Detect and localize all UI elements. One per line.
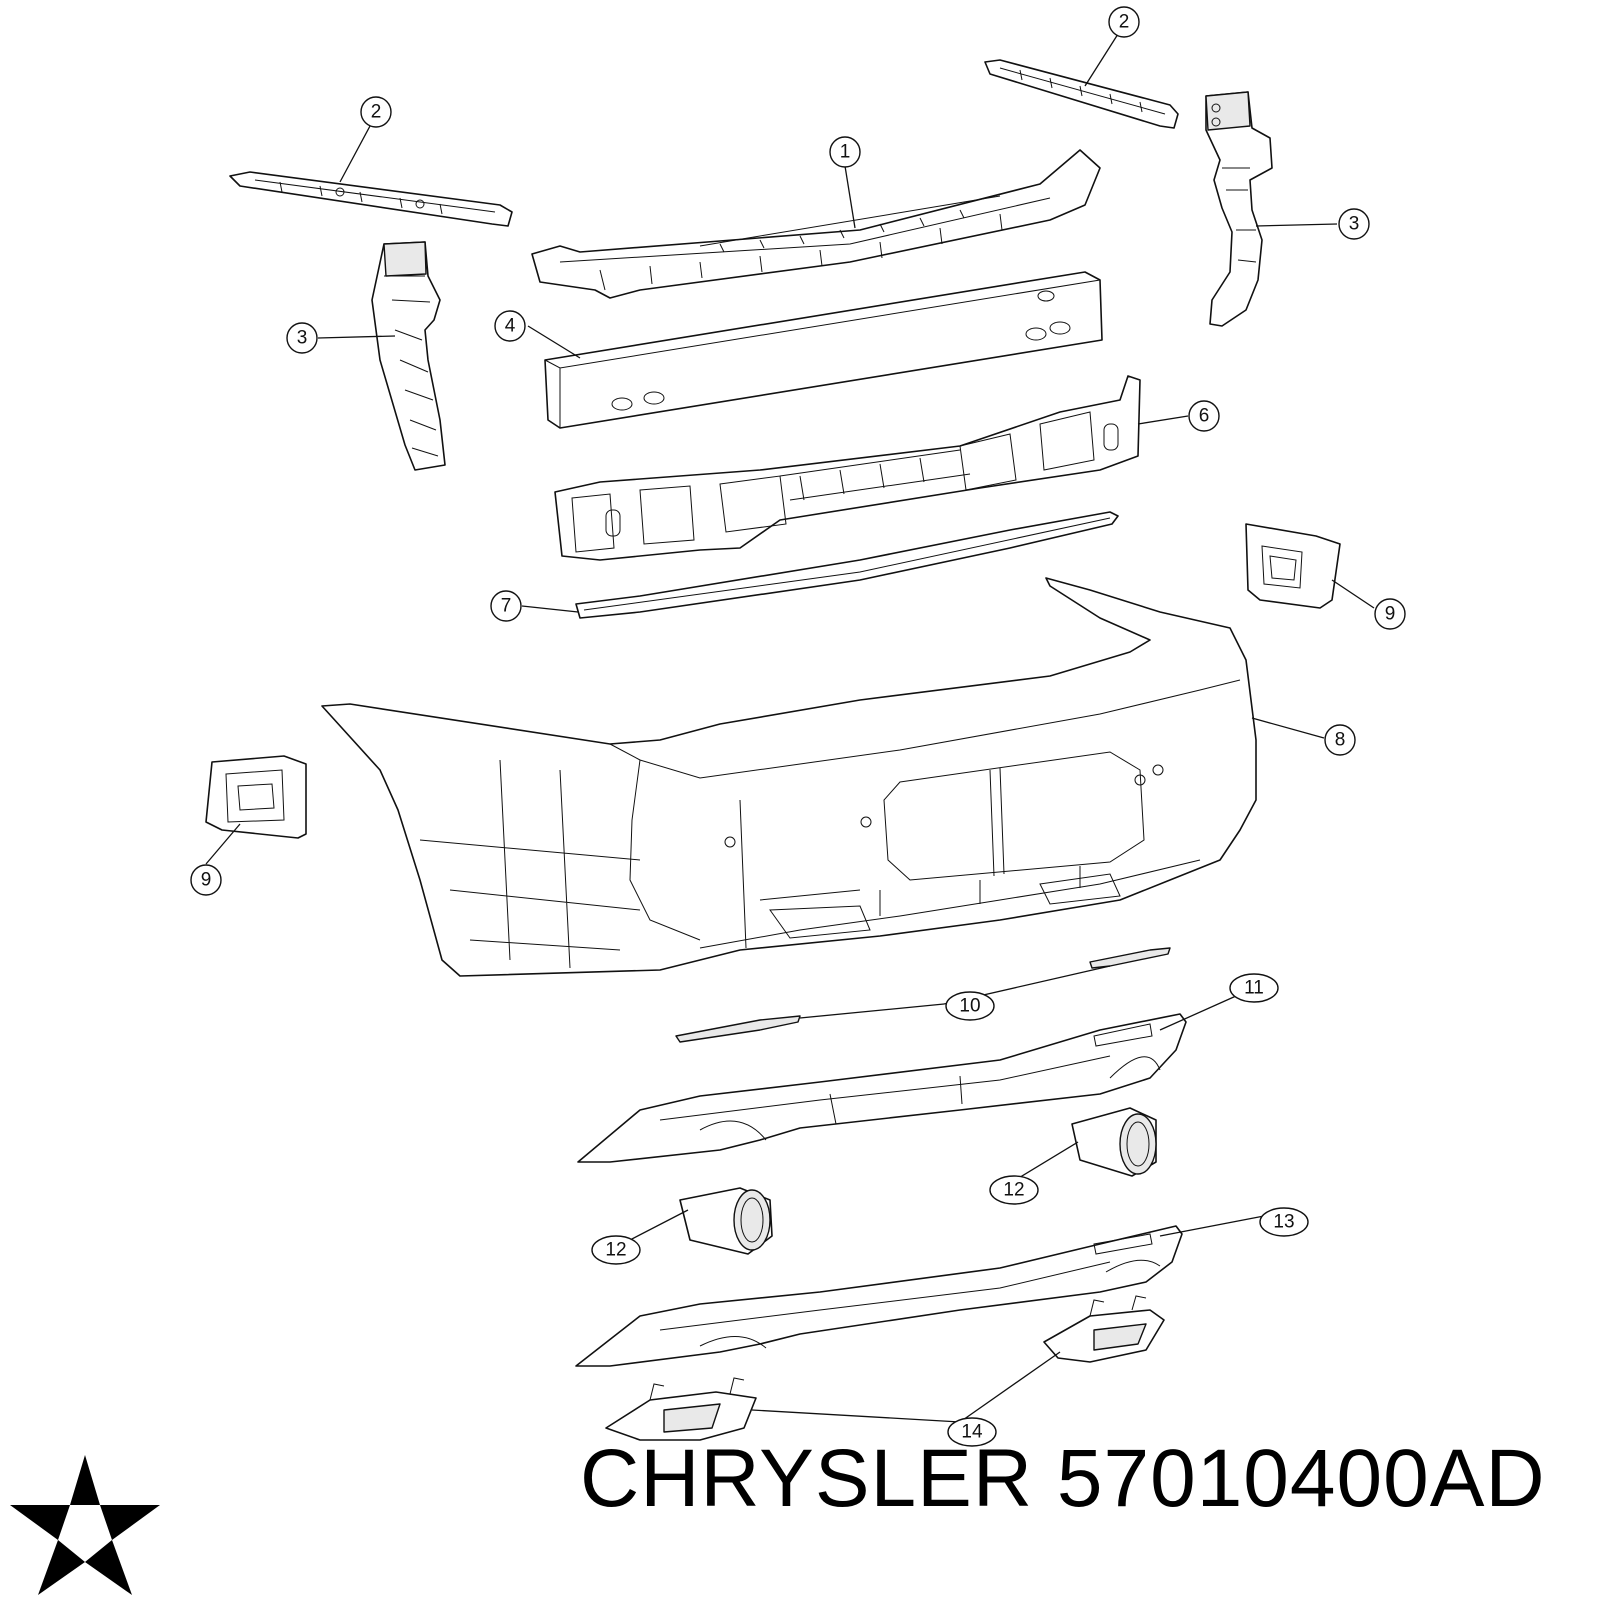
callout-9a-label: 9 [1385, 604, 1396, 625]
part-12-exhaust-tip-right [1071, 1107, 1157, 1177]
callout-7: 7 [490, 590, 522, 622]
part-1-absorber [531, 149, 1101, 299]
part-7-top-strip [575, 511, 1119, 619]
callout-6-label: 6 [1199, 406, 1210, 427]
callout-6: 6 [1188, 400, 1220, 432]
callout-4-label: 4 [505, 316, 516, 337]
part-6-lower-absorber [554, 375, 1141, 561]
footer-title: CHRYSLER 57010400AD [580, 1432, 1546, 1526]
callout-3a: 3 [286, 322, 318, 354]
callout-8-label: 8 [1335, 730, 1346, 751]
callout-14-label: 14 [961, 1422, 983, 1443]
callout-11-label: 11 [1244, 978, 1264, 999]
part-14-exhaust-bezels [605, 1295, 1165, 1441]
callout-14: 14 [947, 1417, 997, 1447]
callout-3b-label: 3 [1349, 214, 1360, 235]
callout-8: 8 [1324, 724, 1356, 756]
callout-12b-label: 12 [605, 1240, 626, 1261]
part-12-exhaust-tip-left [679, 1187, 773, 1255]
part-number: 57010400AD [1056, 1433, 1546, 1524]
part-2-right-bracket [984, 59, 1179, 129]
callout-13-label: 13 [1273, 1212, 1294, 1233]
part-3-left-bracket [371, 241, 446, 471]
callout-2b-label: 2 [1119, 12, 1130, 33]
callout-12a: 12 [989, 1175, 1039, 1205]
callout-10: 10 [945, 991, 995, 1021]
callout-9b-label: 9 [201, 870, 212, 891]
callout-13: 13 [1259, 1207, 1309, 1237]
part-11-diffuser [577, 1013, 1187, 1163]
callout-2a: 2 [360, 96, 392, 128]
callout-9b: 9 [190, 864, 222, 896]
part-13-lower-diffuser [575, 1225, 1183, 1367]
callout-2b: 2 [1108, 6, 1140, 38]
part-3-right-bracket [1205, 91, 1273, 327]
part-2-left-bracket [229, 171, 513, 227]
part-9-left-mount [205, 755, 307, 839]
callout-12b: 12 [591, 1235, 641, 1265]
part-9-right-mount [1245, 523, 1341, 609]
brand-name: CHRYSLER [580, 1433, 1034, 1524]
part-4-reinforcement-beam [544, 271, 1103, 429]
callout-3b: 3 [1338, 208, 1370, 240]
callout-3a-label: 3 [297, 328, 308, 349]
chrysler-pentastar-icon [10, 1455, 160, 1595]
callout-4: 4 [494, 310, 526, 342]
callout-9a: 9 [1374, 598, 1406, 630]
callout-12a-label: 12 [1003, 1180, 1024, 1201]
part-8-bumper-fascia [321, 577, 1257, 977]
part-10-trim-strips [675, 947, 1171, 1043]
callout-1: 1 [829, 136, 861, 168]
callout-2a-label: 2 [371, 102, 382, 123]
callout-1-label: 1 [840, 142, 851, 163]
callout-11: 11 [1229, 973, 1279, 1003]
callout-10-label: 10 [959, 996, 980, 1017]
callout-7-label: 7 [501, 596, 512, 617]
